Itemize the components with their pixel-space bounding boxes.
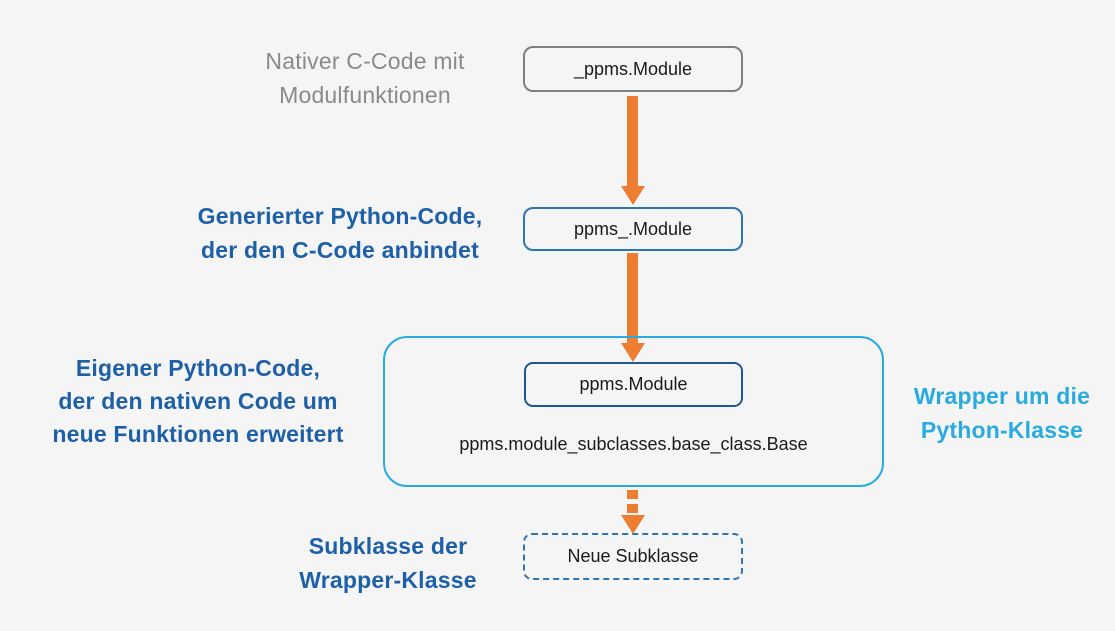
label-generated-line-1: Generierter Python-Code, [197,203,483,229]
node-generated-module: ppms_.Module [523,207,743,251]
label-native-line-2: Modulfunktionen [279,82,451,108]
label-own-line-1: Eigener Python-Code, [75,355,321,381]
node-generated-module-label: ppms_.Module [573,218,693,239]
arrow-wrapper-to-subclass-dash-2 [627,504,638,513]
node-new-subclass-label: Neue Subklasse [567,546,699,566]
node-new-subclass: Neue Subklasse [523,533,743,580]
label-own-line-2: der den nativen Code um [58,388,338,414]
arrow-wrapper-to-subclass-head-icon [621,515,645,534]
label-generated-line-2: der den C-Code anbindet [200,237,480,263]
arrow-wrapper-to-subclass-dash-1 [627,490,638,499]
label-wrapper-python-class: Wrapper um die Python-Klasse [888,379,1115,447]
arrow-native-to-generated-shaft [627,96,638,186]
label-subclass-of-wrapper: Subklasse der Wrapper-Klasse [290,529,486,597]
label-generated-python-code: Generierter Python-Code, der den C-Code … [165,199,515,267]
label-native-c-code: Nativer C-Code mit Modulfunktionen [200,44,530,112]
label-wrapper-line-1: Wrapper um die [913,383,1091,409]
label-wrapper-line-2: Python-Klasse [920,417,1084,443]
label-own-line-3: neue Funktionen erweitert [52,421,344,447]
node-wrapper-module: ppms.Module [524,362,743,407]
node-native-module: _ppms.Module [523,46,743,92]
label-subclass-line-1: Subklasse der [308,533,468,559]
label-subclass-line-2: Wrapper-Klasse [299,567,477,593]
base-class-path-text: ppms.module_subclasses.base_class.Base [459,434,808,454]
arrow-native-to-generated-head-icon [621,186,645,205]
wrapper-class-box [383,336,884,487]
label-own-python-code: Eigener Python-Code, der den nativen Cod… [25,352,371,451]
arrow-generated-to-wrapper-head-icon [621,343,645,362]
arrow-generated-to-wrapper-shaft [627,253,638,343]
node-native-module-label: _ppms.Module [573,58,693,79]
node-wrapper-module-label: ppms.Module [579,374,688,394]
label-native-line-1: Nativer C-Code mit [265,48,465,74]
